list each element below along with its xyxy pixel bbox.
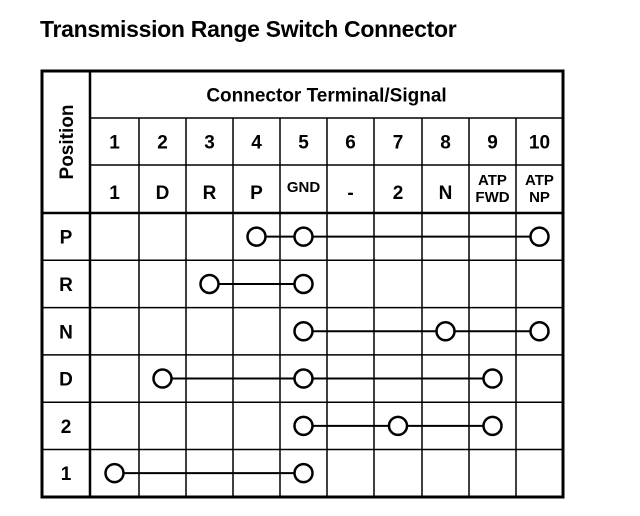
terminal-number: 10 [529,133,550,154]
position-label: 1 [61,464,72,485]
signal-label: N [439,183,453,204]
connection-circle [293,368,314,389]
signal-label: - [347,183,353,204]
connection-circle [199,273,220,295]
signal-label: ATP [478,172,507,189]
connection-circle [387,415,409,437]
signal-label: NP [529,189,550,206]
signal-label: 2 [393,183,404,204]
terminal-signal-header: Connector Terminal/Signal [206,86,446,107]
connection-circle [482,368,503,389]
connection-circle [529,321,550,342]
connection-points [104,226,550,484]
connection-circle [246,226,267,247]
position-label: R [59,275,73,296]
position-header: Position [57,105,78,180]
table-labels: Position Connector Terminal/Signal 1 2 3 4 5 6 7… [57,86,554,486]
connection-circle [435,321,456,342]
signal-label: R [203,183,217,204]
terminal-number: 7 [393,133,404,154]
connection-circle [293,415,314,437]
position-label: D [59,370,73,391]
connection-circle [482,415,503,437]
position-label: N [59,322,73,343]
connection-circle [529,226,550,247]
terminal-number: 4 [251,133,262,154]
terminal-number: 3 [204,133,215,154]
table-border [40,69,565,499]
connection-circle [152,368,173,389]
connection-circle [293,226,314,247]
signal-label: ATP [525,172,554,189]
signal-label: D [156,183,170,204]
connection-lines [114,235,540,475]
connection-circle [293,273,314,295]
terminal-number: 5 [298,133,309,154]
terminal-number: 1 [109,133,120,154]
position-label: 2 [61,417,72,438]
terminal-number: 8 [440,133,451,154]
signal-label: P [250,183,263,204]
signal-label: FWD [475,189,509,206]
connection-circle [104,462,125,484]
connection-circle [293,462,314,484]
diagram-title: Transmission Range Switch Connector [40,16,457,42]
table-grid [40,69,565,499]
terminal-number: 9 [487,133,498,154]
position-label: P [60,228,73,249]
signal-label: 1 [109,183,120,204]
connection-circle [293,321,314,342]
terminal-number: 2 [157,133,168,154]
signal-label: GND [287,179,321,196]
terminal-number: 6 [345,133,356,154]
